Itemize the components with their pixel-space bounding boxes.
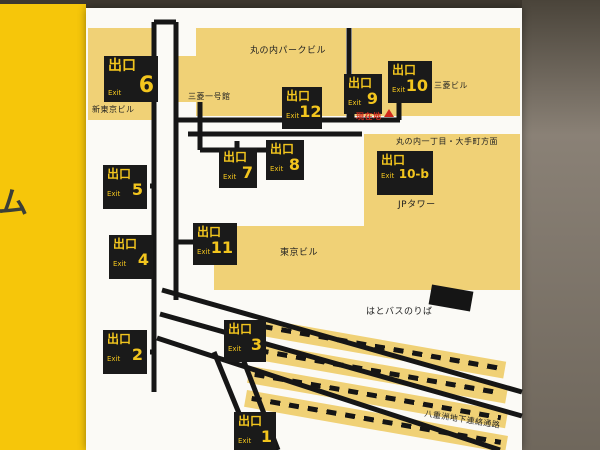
label-hato-bus: はとバスのりば <box>366 307 433 317</box>
exit-num: 10-b <box>398 167 429 181</box>
exit-box-2: 出口 Exit 2 <box>103 330 147 374</box>
exit-num: 9 <box>366 89 378 108</box>
exit-num: 7 <box>241 163 253 182</box>
exit-kanji: 出口 <box>108 58 136 74</box>
yellow-frame-strip <box>0 4 86 450</box>
exit-kanji: 出口 <box>223 150 248 164</box>
exit-box-7: 出口 Exit 7 <box>219 148 257 188</box>
exit-en: Exit <box>270 165 284 173</box>
exit-box-6: 出口 Exit 6 <box>104 56 158 102</box>
exit-kanji: 出口 <box>228 322 253 336</box>
exit-kanji: 出口 <box>107 167 132 181</box>
exit-box-4: 出口 Exit 4 <box>109 235 153 279</box>
exit-num: 5 <box>131 180 143 199</box>
label-jp-tower: JPタワー <box>398 200 436 210</box>
direction-note-label: 丸の内一丁目・大手町方面 <box>396 137 498 146</box>
wall-top-shadow <box>0 0 600 8</box>
wall-right <box>522 0 600 450</box>
exit-en: Exit <box>348 99 362 107</box>
exit-kanji: 出口 <box>286 89 311 103</box>
exit-num: 12 <box>299 102 322 121</box>
exit-kanji: 出口 <box>107 332 132 346</box>
label-mitsubishi-bldg: 三菱ビル <box>434 81 468 90</box>
exit-kanji: 出口 <box>113 237 138 251</box>
exit-kanji: 出口 <box>392 63 417 77</box>
exit-en: Exit <box>228 345 242 353</box>
label-marunouchi-park: 丸の内パークビル <box>250 46 327 56</box>
label-tokyo-bldg: 東京ビル <box>280 248 319 258</box>
exit-box-5: 出口 Exit 5 <box>103 165 147 209</box>
exit-kanji: 出口 <box>238 414 263 428</box>
exit-kanji: 出口 <box>381 153 406 167</box>
exit-num: 4 <box>137 250 149 269</box>
label-mitsubishi-ichigokan: 三菱一号館 <box>188 92 231 101</box>
exit-kanji: 出口 <box>348 76 373 90</box>
exit-box-3: 出口 Exit 3 <box>224 320 266 362</box>
exit-en: Exit <box>286 112 300 120</box>
exit-en: Exit <box>238 437 252 445</box>
exit-num: 8 <box>288 155 300 174</box>
label-shin-tokyo-bldg: 新東京ビル <box>92 105 135 114</box>
frame-partial-text: ム <box>0 186 28 221</box>
exit-en: Exit <box>108 89 122 97</box>
exit-en: Exit <box>381 172 395 180</box>
exit-num: 6 <box>138 73 154 98</box>
exit-box-9: 出口 Exit 9 <box>344 74 382 114</box>
exit-box-8: 出口 Exit 8 <box>266 140 304 180</box>
current-location-marker-icon <box>384 109 394 117</box>
exit-num: 3 <box>250 335 262 354</box>
exit-en: Exit <box>107 355 121 363</box>
exit-en: Exit <box>113 260 127 268</box>
exit-num: 2 <box>131 345 143 364</box>
exit-num: 10 <box>405 76 428 95</box>
exit-en: Exit <box>107 190 121 198</box>
exit-en: Exit <box>197 248 211 256</box>
exit-en: Exit <box>223 173 237 181</box>
exit-num: 1 <box>260 427 272 446</box>
exit-num: 11 <box>210 238 233 257</box>
exit-kanji: 出口 <box>270 142 295 156</box>
exit-kanji: 出口 <box>197 225 222 239</box>
exit-en: Exit <box>392 86 406 94</box>
building-tokyo <box>214 226 520 290</box>
exit-box-1: 出口 Exit 1 <box>234 412 276 450</box>
current-location-label: 現在地 <box>356 112 382 121</box>
